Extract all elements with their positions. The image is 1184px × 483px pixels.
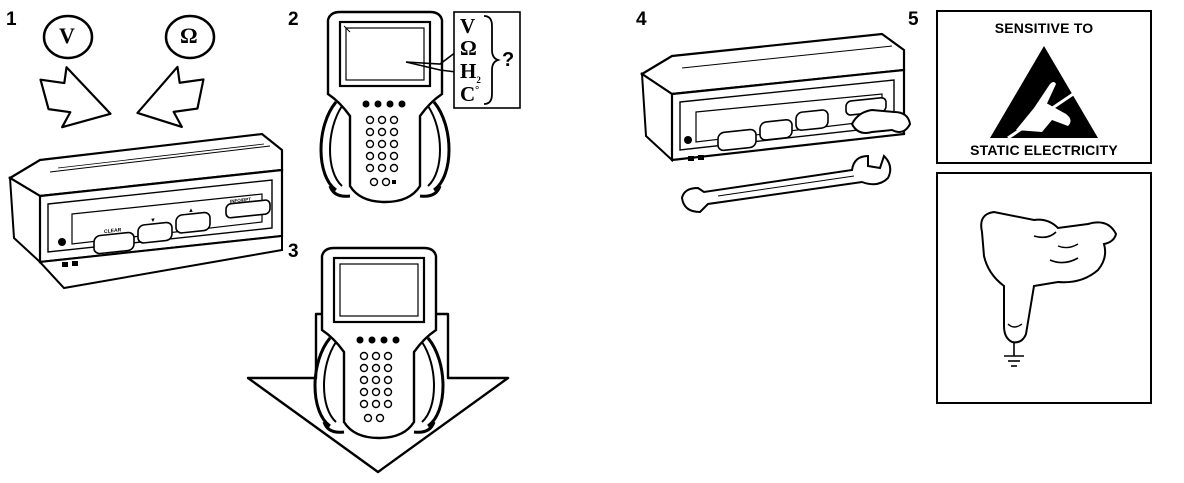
radio-clear-button-label: CLEAR [104,227,122,235]
esd-bottom-text: STATIC ELECTRICITY [970,142,1118,158]
voltage-symbol: V [59,23,75,48]
step-number-2: 2 [288,9,299,30]
wrench-icon-2 [850,108,912,134]
measurement-ohm: Ω [460,36,477,60]
ohm-symbol-circle [164,14,216,60]
step3-illustration [246,246,510,474]
panel-step-1: CLEAR ▼ ▲ INFO/RPT V Ω [0,0,290,310]
radio-down-button-label: ▼ [150,218,156,225]
panel-step-4 [632,20,912,230]
arrow-down-left-icon [136,65,205,128]
esd-warning-label: SENSITIVE TO STATIC ELECTRICITY [936,10,1152,164]
measurement-hydrogen: H2 [460,61,481,85]
ohm-symbol: Ω [180,23,198,48]
radio-info-button-label: INFO/RPT [230,197,251,204]
measurement-voltage: V [460,14,476,38]
ground-symbol-icon [1004,342,1024,367]
esd-triangle-icon [990,46,1098,140]
measurement-temperature: C° [460,84,479,105]
grounded-finger-panel [936,172,1152,404]
degree-superscript: ° [475,85,480,96]
step-number-5: 5 [908,9,919,30]
step-number-4: 4 [636,9,647,30]
panel-step-2: V Ω H2 C° ? [310,6,530,216]
arrow-down-right-icon [39,66,112,129]
brace-icon [483,15,501,105]
radio-module-illustration: CLEAR ▼ ▲ INFO/RPT [7,132,284,290]
celsius-symbol: C [460,82,476,106]
grounded-finger-icon [980,210,1118,367]
radio-up-button-label: ▲ [188,208,194,215]
radio-module-illustration-2 [639,32,906,163]
step-number-1: 1 [6,9,17,30]
wrench-icon [680,154,892,214]
step4-illustration [639,32,912,214]
step1-illustration: CLEAR ▼ ▲ INFO/RPT [7,14,284,290]
voltage-symbol-circle [42,14,94,60]
step-number-3: 3 [288,241,299,262]
question-mark: ? [502,49,515,71]
scan-tool-illustration [319,10,521,204]
hydrogen-symbol: H [460,59,477,83]
panel-step-3 [244,244,514,478]
measurement-callout-box [453,11,521,109]
hydrogen-subscript: 2 [476,75,481,86]
esd-top-text: SENSITIVE TO [994,20,1094,36]
